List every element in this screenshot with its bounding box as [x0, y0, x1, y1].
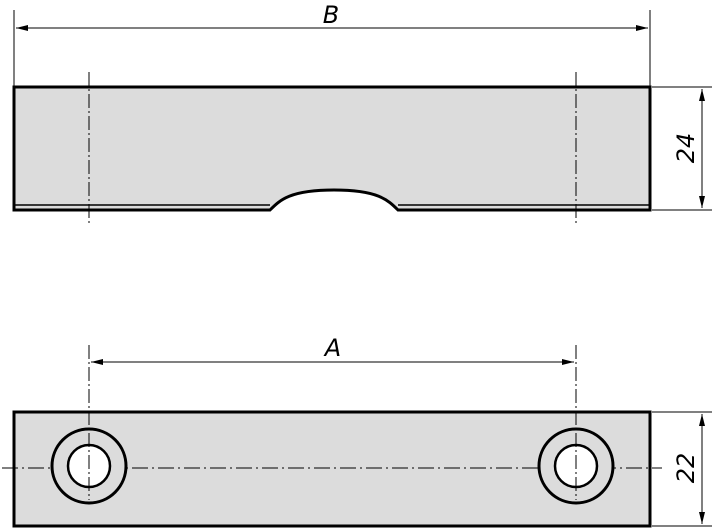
top-view: [2, 345, 662, 528]
dimension-label-a: A: [323, 334, 341, 362]
side-view-body: [12, 85, 652, 212]
dimension-a: A: [91, 334, 574, 365]
dimension-24: 24: [652, 86, 712, 211]
dimension-label-22: 22: [672, 453, 700, 484]
dimension-label-24: 24: [672, 133, 700, 164]
dimension-b: B: [13, 1, 651, 86]
side-view: [12, 72, 652, 224]
dimension-label-b: B: [323, 1, 339, 29]
dimension-22: 22: [652, 411, 712, 527]
